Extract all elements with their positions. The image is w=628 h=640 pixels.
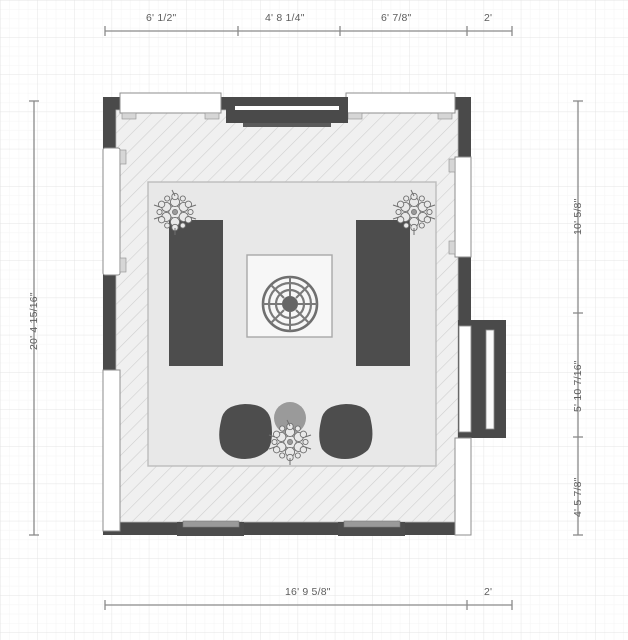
dim-label-right-2: 5' 10 7/16": [572, 360, 584, 412]
right-dimension-chain[interactable]: [573, 100, 583, 536]
window-right-alcove[interactable]: [458, 325, 472, 433]
armchair-right[interactable]: [319, 404, 373, 459]
dim-label-top-1: 6' 1/2": [146, 12, 177, 24]
sofa-right[interactable]: [356, 220, 410, 366]
windows-group[interactable]: [102, 92, 472, 536]
dim-label-bottom-2: 2': [484, 586, 493, 598]
console-bottom-left[interactable]: [177, 520, 244, 536]
window-left-lower[interactable]: [102, 369, 121, 532]
left-dimension-chain[interactable]: [29, 100, 39, 536]
dim-label-right-1: 10' 5/8": [572, 198, 584, 235]
bottom-dimension-chain[interactable]: [104, 600, 513, 610]
dim-label-top-2: 4' 8 1/4": [265, 12, 305, 24]
door-top-center[interactable]: [226, 97, 348, 127]
right-bay-alcove[interactable]: [458, 320, 506, 438]
top-dimension-chain[interactable]: [104, 26, 513, 36]
window-left-upper[interactable]: [102, 147, 127, 276]
window-right-lower[interactable]: [454, 437, 472, 536]
dim-label-left-1: 20' 4 15/16": [28, 292, 40, 350]
window-right-upper[interactable]: [448, 156, 472, 258]
dim-label-bottom-1: 16' 9 5/8": [285, 586, 331, 598]
window-top-left[interactable]: [119, 92, 222, 120]
armchair-left[interactable]: [219, 404, 272, 459]
dim-label-top-3: 6' 7/8": [381, 12, 412, 24]
dim-label-right-3: 4' 5 7/8": [572, 477, 584, 517]
dim-label-top-4: 2': [484, 12, 493, 24]
coffee-table-top: [261, 275, 319, 333]
console-bottom-right[interactable]: [338, 520, 405, 536]
coffee-table[interactable]: [246, 254, 333, 338]
sofa-left[interactable]: [169, 220, 223, 366]
door-alcove[interactable]: [485, 329, 495, 430]
